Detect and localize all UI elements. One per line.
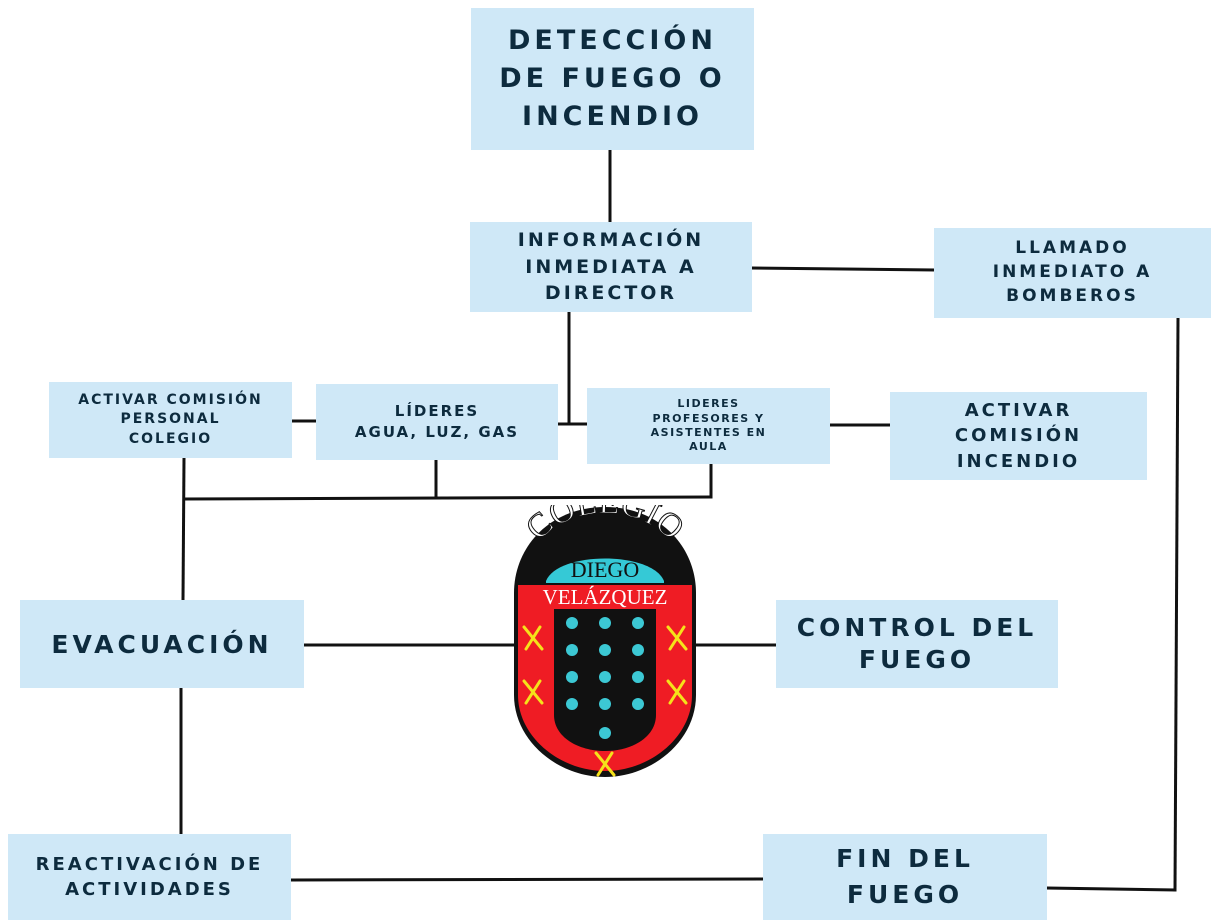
line-reactivacion-fin xyxy=(289,877,765,882)
logo-dots xyxy=(566,617,644,739)
logo-cyan-band xyxy=(546,558,664,583)
line-fin-llamado xyxy=(1045,886,1177,892)
school-logo: COLEGIO DIEGO VELÁZQUEZ xyxy=(514,505,696,777)
node-evacuacion: EVACUACIÓN xyxy=(20,600,304,688)
logo-crosses xyxy=(522,625,688,777)
node-informacion: INFORMACIÓN INMEDIATA A DIRECTOR xyxy=(470,222,752,312)
line-llamado-down xyxy=(1173,316,1180,892)
node-lideres-profesores: LIDERES PROFESORES Y ASISTENTES EN AULA xyxy=(587,388,830,464)
node-llamado: LLAMADO INMEDIATO A BOMBEROS xyxy=(934,228,1211,318)
logo-name-top: DIEGO xyxy=(571,557,639,582)
node-activar-personal: ACTIVAR COMISIÓN PERSONAL COLEGIO xyxy=(49,382,292,458)
node-reactivacion: REACTIVACIÓN DE ACTIVIDADES xyxy=(8,834,291,920)
node-control: CONTROL DEL FUEGO xyxy=(776,600,1058,688)
logo-name-bottom: VELÁZQUEZ xyxy=(543,585,668,609)
node-deteccion: DETECCIÓN DE FUEGO O INCENDIO xyxy=(471,8,754,150)
node-activar-incendio: ACTIVAR COMISIÓN INCENDIO xyxy=(890,392,1147,480)
line-informacion-llamado xyxy=(750,266,936,272)
node-fin: FIN DEL FUEGO xyxy=(763,834,1047,920)
line-personal-down xyxy=(181,456,186,602)
line-horizontal-bus xyxy=(182,495,713,501)
node-lideres-agua: LÍDERES AGUA, LUZ, GAS xyxy=(316,384,558,460)
